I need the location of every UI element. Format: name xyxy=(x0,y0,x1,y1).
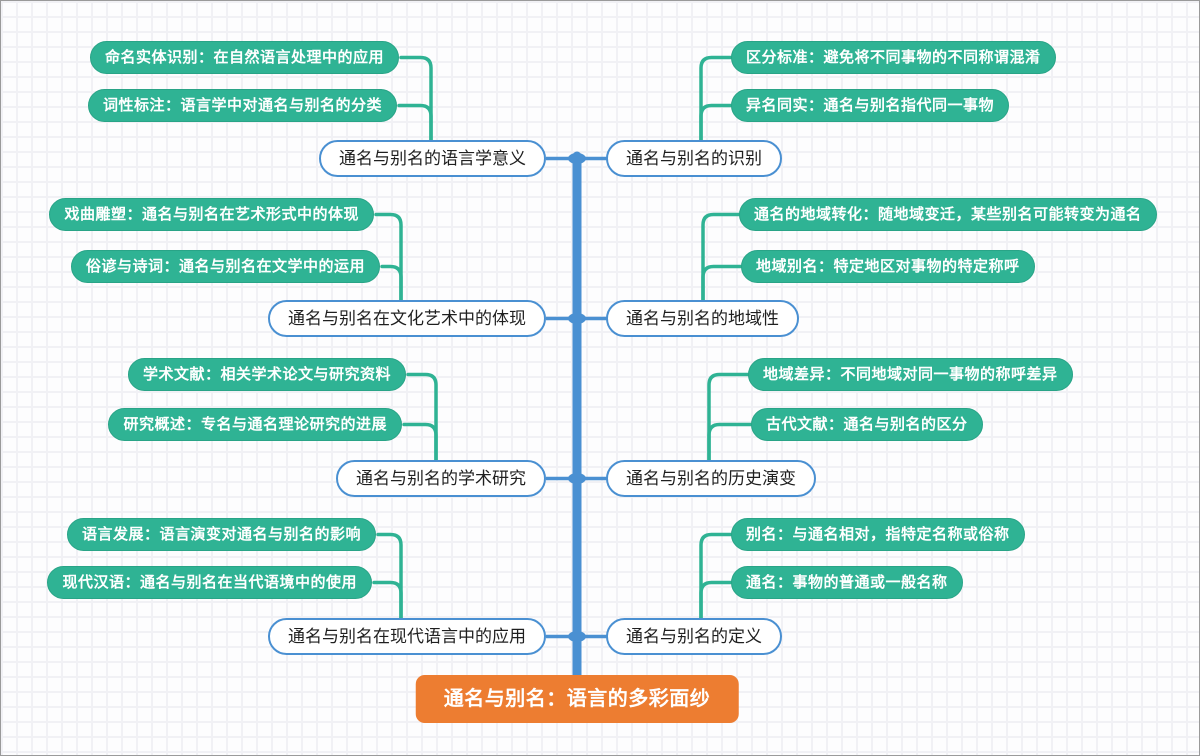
sub-topic[interactable]: 古代文献：通名与别名的区分 xyxy=(751,408,983,441)
branch-topic[interactable]: 通名与别名的地域性 xyxy=(606,300,799,337)
sub-topic[interactable]: 地域别名：特定地区对事物的特定称呼 xyxy=(741,250,1035,283)
branch-topic[interactable]: 通名与别名的历史演变 xyxy=(606,460,816,497)
branch-topic[interactable]: 通名与别名的识别 xyxy=(606,140,782,177)
branch-topic[interactable]: 通名与别名的定义 xyxy=(606,618,782,655)
sub-topic[interactable]: 别名：与通名相对，指特定名称或俗称 xyxy=(731,518,1025,551)
sub-topic[interactable]: 戏曲雕塑：通名与别名在艺术形式中的体现 xyxy=(49,198,374,231)
sub-topic[interactable]: 学术文献：相关学术论文与研究资料 xyxy=(127,358,406,391)
trunk-junctions xyxy=(568,153,586,642)
sub-topic[interactable]: 通名的地域转化：随地域变迁，某些别名可能转变为通名 xyxy=(739,198,1157,231)
branch-topic[interactable]: 通名与别名的学术研究 xyxy=(336,460,546,497)
branch-topic[interactable]: 通名与别名的语言学意义 xyxy=(319,140,546,177)
sub-topic[interactable]: 异名同实：通名与别名指代同一事物 xyxy=(731,89,1010,122)
sub-topic[interactable]: 地域差异：不同地域对同一事物的称呼差异 xyxy=(748,358,1073,391)
sub-topic[interactable]: 词性标注：语言学中对通名与别名的分类 xyxy=(87,89,397,122)
sub-topic[interactable]: 区分标准：避免将不同事物的不同称谓混淆 xyxy=(731,41,1056,74)
sub-topic[interactable]: 俗谚与诗词：通名与别名在文学中的运用 xyxy=(70,250,380,283)
sub-topic[interactable]: 通名：事物的普通或一般名称 xyxy=(731,566,963,599)
root-topic[interactable]: 通名与别名：语言的多彩面纱 xyxy=(415,675,739,723)
branch-topic[interactable]: 通名与别名在现代语言中的应用 xyxy=(268,618,546,655)
subtopic-connectors xyxy=(372,55,753,621)
sub-topic[interactable]: 现代汉语：通名与别名在当代语境中的使用 xyxy=(47,566,372,599)
branch-topic[interactable]: 通名与别名在文化艺术中的体现 xyxy=(268,300,546,337)
sub-topic[interactable]: 命名实体识别：在自然语言处理中的应用 xyxy=(89,41,399,74)
sub-topic[interactable]: 研究概述：专名与通名理论研究的进展 xyxy=(108,408,402,441)
sub-topic[interactable]: 语言发展：语言演变对通名与别名的影响 xyxy=(66,518,376,551)
